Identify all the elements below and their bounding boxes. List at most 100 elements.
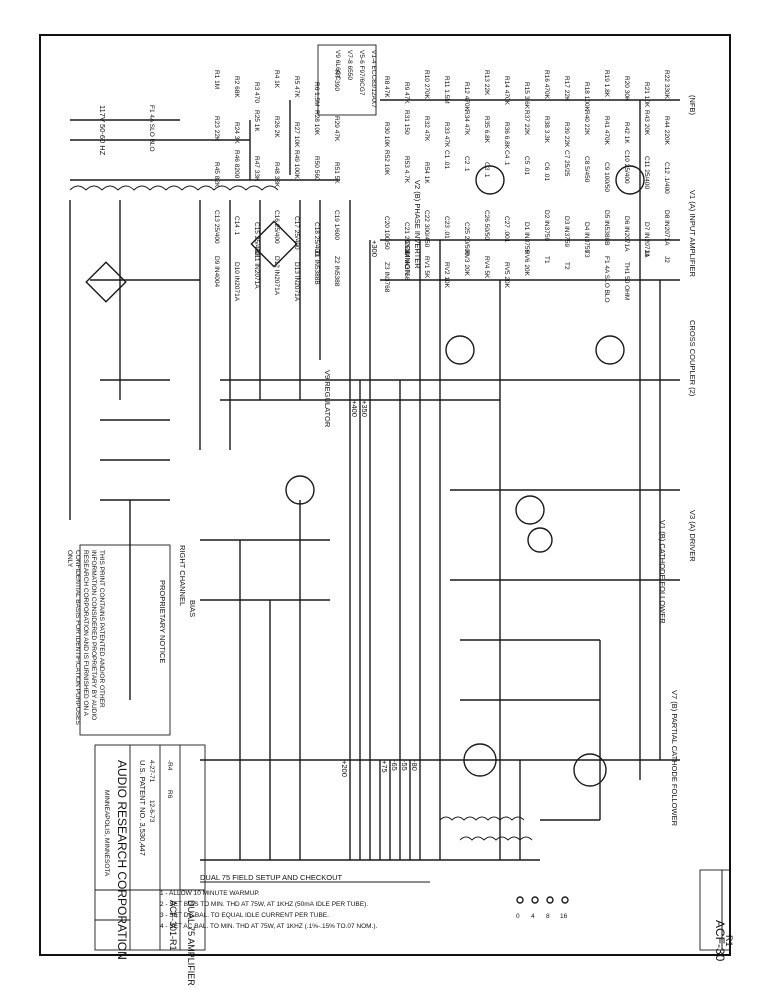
component-label: R38 3.3K [543,116,550,144]
component-label: R34 47K [463,110,470,136]
component-label: R50 560 [313,156,320,181]
label-line: 117V 50-60 HZ [98,105,107,156]
date-1: 4-27-71 [148,760,155,783]
tube-v4 [527,527,553,553]
component-label: R51 5K [333,162,340,184]
component-label: C21 20/500 [403,222,410,256]
title-block: AUDIO RESEARCH CORPORATION MINNEAPOLIS, … [94,744,206,986]
component-label: Z2 IN5388 [333,256,340,287]
component-label: Z4 IN3768 [403,250,410,281]
component-label: J2 [663,256,670,263]
component-label: C18 25/400 [313,222,320,256]
label-input-amp: V1 (A) INPUT AMPLIFIER [688,190,697,278]
component-label: Z3 IN3768 [383,262,390,293]
component-label: R18 100K [583,82,590,112]
label-fuse: F1 4A SLO BLO [148,105,155,152]
terminal-label-16: 16 [560,913,568,920]
rail-400: +400 [350,400,359,417]
tube-list-1: V1-4 ECC83/12AX7 [370,50,377,108]
tube-v6 [595,335,625,365]
label-cathode-follower: V1 (B) CATHODE FOLLOWER [658,520,667,624]
component-label: R26 2K [273,116,280,138]
title-strip: ACF-30 R1 [699,869,734,962]
component-label: C20 100/50 [383,216,390,250]
component-label: C9 100/50 [603,162,610,192]
tube-v3 [515,495,545,525]
terminal-4 [531,896,539,904]
date-2: 12-6-73 [148,800,155,823]
component-label: R41 470K [603,116,610,146]
component-label: RV2 10K [443,262,450,289]
terminal-label-4: 4 [531,913,535,920]
component-label: R36 6.8K [503,122,510,150]
component-label: R23 22K [213,116,220,142]
component-label: R45 82K [213,162,220,188]
checkout-step-1: 1 - ALLOW 10 MINUTE WARMUP. [160,890,260,897]
label-common: COMMON [403,240,412,275]
component-label: C13 25/400 [213,210,220,244]
component-label: C25 20/500 [463,222,470,256]
component-label: C2 .1 [463,156,470,172]
component-label: T2 [563,262,570,270]
rev-label: R1 [724,935,734,947]
model-name: DUAL 75 AMPLIFIER [186,900,196,986]
rail-350: +350 [360,400,369,417]
tube-list: V1-4 ECC83/12AX7 V5-6 F97/6CG7 V7-8 6550… [317,44,377,116]
checkout-notes: DUAL 75 FIELD SETUP AND CHECKOUT 1 - ALL… [160,873,430,930]
component-label: R14 470K [503,76,510,106]
component-label: C26 50/50 [483,210,490,240]
bridge-rectifiers [85,220,298,303]
label-driver: V3 (A) DRIVER [688,510,697,562]
component-label: R29 47K [333,116,340,142]
component-label: R24 3K [233,122,240,144]
sheet-tag: ACF-30 [713,920,727,962]
date-3: -R4 [166,760,173,771]
label-partial-cf: V7 (B) PARTIAL CATHODE FOLLOWER [670,690,679,827]
component-label: R46 8200 [233,150,240,179]
component-label: C23 .01 [443,216,450,239]
component-label: RV1 5K [423,256,430,279]
component-label: R32 47K [423,116,430,142]
terminal-0 [516,896,524,904]
drawing-number: ACF-301-R1 [168,900,178,951]
component-label: R6 1.5M [313,82,320,107]
component-label: R20 30K [623,76,630,102]
tube-v2 [475,165,505,195]
terminal-label-8: 8 [546,913,550,920]
component-label: C11 25/400 [643,156,650,190]
component-label: R8 47K [383,76,390,98]
company-city: MINNEAPOLIS, MINNESOTA [103,790,110,877]
component-label: D7 IN2071A [643,222,650,258]
component-label: C22 300/450 [423,210,430,248]
component-label: C1 .01 [443,150,450,170]
label-phase-inverter: V2 (B) PHASE INVERTER [413,180,422,269]
proprietary-text: THIS PRINT CONTAINS PATENTED AND/OR OTHE… [66,550,105,725]
tube-list-4: V9 6L6GC [334,50,341,81]
component-label: R40 22K [583,110,590,136]
label-right-channel: RIGHT CHANNEL [178,545,187,606]
component-label: R42 1K [623,122,630,144]
date-4: R6 [166,790,173,799]
component-label: R22 330K [663,70,670,100]
component-label: R48 33K [273,162,280,188]
terminal-16 [561,896,569,904]
rail-300: +300 [370,240,379,257]
component-label: D2 IN3759 [543,210,550,241]
patent-number: U.S. PATENT NO. 3,530,447 [138,760,147,856]
proprietary-title: PROPRIETARY NOTICE [158,580,167,663]
component-label: J1 [643,250,650,257]
tube-v1 [615,165,645,195]
component-label: D9 IN4004 [213,256,220,287]
component-label: R37 22K [523,110,530,136]
component-label: C27 .001 [503,216,510,243]
component-label: T1 [543,256,550,264]
component-label: R52 10K [383,150,390,176]
component-label: R10 270K [423,70,430,100]
component-label: C14 .1 [233,216,240,236]
component-label: R28 10K [313,110,320,136]
component-label: R39 22K [563,122,570,148]
tubes [285,165,645,787]
company-name: AUDIO RESEARCH CORPORATION [115,760,129,960]
component-label: R15 3.6K [523,82,530,110]
component-label: C16 25/400 [273,210,280,244]
